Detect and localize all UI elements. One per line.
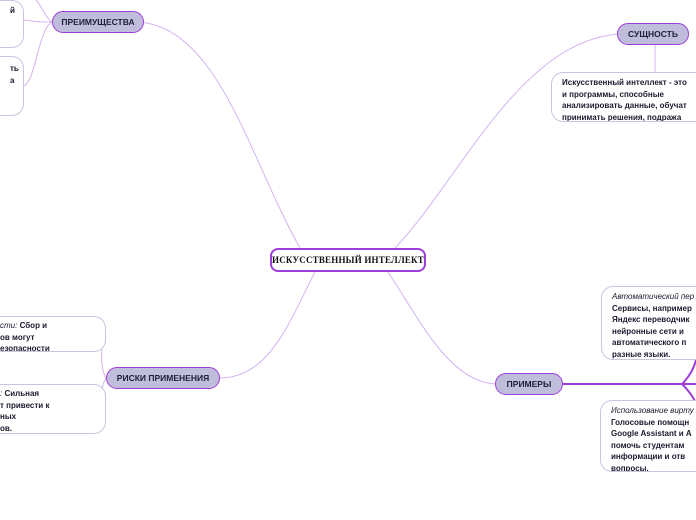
risks-leaf-1[interactable]: сти: Сбор и ов могут езопасности — [0, 316, 106, 352]
examples-leaf-2[interactable]: Использование вирту Голосовые помощн Goo… — [600, 400, 696, 472]
text-line: сти: Сбор и — [0, 320, 97, 332]
emphasis-text: сти: — [0, 321, 18, 330]
emphasis-text: Использование вирту — [611, 406, 694, 415]
text-line: нейронные сети и — [612, 326, 684, 336]
branch-risks[interactable]: РИСКИ ПРИМЕНЕНИЯ — [106, 367, 220, 389]
text-line: а — [10, 75, 15, 85]
text-line: информации и отв — [611, 452, 686, 461]
link-root-essence — [394, 33, 621, 249]
text-line: Сервисы, например — [612, 303, 692, 313]
text-line: Голосовые помощн — [611, 417, 690, 427]
text-line: ть — [10, 64, 19, 73]
text-line: ов могут — [0, 332, 35, 342]
text-line: Яндекс переводчик — [612, 315, 690, 324]
branch-examples-label: ПРИМЕРЫ — [506, 379, 552, 389]
link-advantages-leaf1 — [23, 19, 53, 23]
branch-advantages[interactable]: ПРЕИМУЩЕСТВА — [52, 11, 144, 33]
link-root-risks — [219, 271, 316, 379]
text-line: вопросы. — [611, 463, 649, 472]
text-line: ов. — [0, 423, 13, 433]
emphasis-text: Автоматический пер — [612, 292, 695, 301]
text-line: Искусственный интеллект - это — [562, 78, 687, 87]
text-line: и программы, способные — [562, 89, 664, 99]
root-node[interactable]: ИСКУССТВЕННЫЙ ИНТЕЛЛЕКТ — [270, 248, 426, 272]
text-line: Автоматический пер — [612, 291, 694, 303]
advantages-leaf-1[interactable]: й — [0, 0, 24, 48]
branch-risks-label: РИСКИ ПРИМЕНЕНИЯ — [116, 373, 210, 383]
examples-leaf-1[interactable]: Автоматический пер Сервисы, например Янд… — [601, 286, 696, 360]
text-fragment: Сильная — [2, 389, 40, 398]
link-advantages-top — [35, 0, 53, 23]
risks-leaf-2[interactable]: : Сильная т привести к ных ов. — [0, 384, 106, 434]
advantages-leaf-2[interactable]: ть а — [0, 56, 24, 116]
link-root-advantages — [139, 21, 301, 249]
text-line: езопасности — [0, 344, 50, 352]
text-line: автоматического п — [612, 338, 687, 347]
branch-essence-label: СУЩНОСТЬ — [628, 29, 678, 39]
text-line: Google Assistant и А — [611, 429, 692, 438]
text-line: Использование вирту — [611, 405, 694, 417]
text-line: ных — [0, 412, 17, 421]
branch-advantages-label: ПРЕИМУЩЕСТВА — [61, 17, 135, 27]
text-line: анализировать данные, обучат — [562, 101, 687, 110]
text-line: : Сильная — [0, 388, 97, 400]
link-advantages-leaf2 — [23, 21, 53, 87]
link-examples-leaf1 — [681, 359, 696, 385]
branch-examples[interactable]: ПРИМЕРЫ — [495, 373, 563, 395]
root-label: ИСКУССТВЕННЫЙ ИНТЕЛЛЕКТ — [272, 255, 424, 265]
text-line: й — [10, 6, 15, 15]
text-line: помочь студентам — [611, 440, 685, 450]
text-line: т привести к — [0, 400, 50, 410]
emphasis-text: : — [0, 389, 3, 398]
text-line: принимать решения, подража — [562, 112, 682, 122]
branch-essence[interactable]: СУЩНОСТЬ — [617, 23, 689, 45]
link-root-examples — [387, 271, 499, 385]
text-fragment: Сбор и — [17, 321, 48, 330]
essence-leaf[interactable]: Искусственный интеллект - это и программ… — [551, 72, 696, 122]
text-line: разные языки. — [612, 349, 671, 359]
